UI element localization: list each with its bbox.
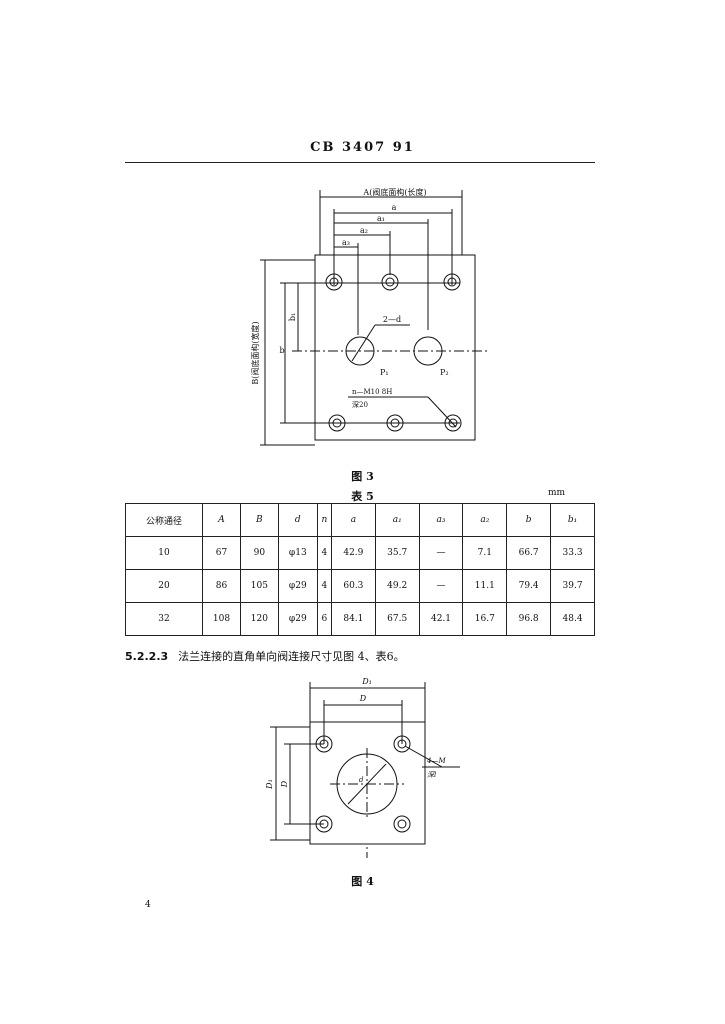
label-a: a bbox=[392, 203, 397, 212]
table-5: 公称通径 A B d n a a₁ a₃ a₂ b b₁ 10 67 90 φ1… bbox=[124, 503, 595, 636]
label-D-left: D bbox=[280, 780, 289, 788]
table-cell: 90 bbox=[239, 536, 279, 570]
col-header: a₂ bbox=[462, 503, 508, 537]
table-cell: 66.7 bbox=[506, 536, 552, 570]
table-cell: 33.3 bbox=[550, 536, 595, 570]
table-cell: 10 bbox=[124, 536, 204, 570]
col-header: d bbox=[277, 503, 318, 537]
bolt-hole bbox=[393, 735, 411, 753]
table-cell: 48.4 bbox=[550, 602, 595, 636]
header-rule bbox=[125, 162, 595, 163]
table-cell: 42.9 bbox=[330, 536, 376, 570]
col-header: b₁ bbox=[550, 503, 595, 537]
table-cell: φ29 bbox=[277, 602, 318, 636]
col-header: a₃ bbox=[418, 503, 464, 537]
table-cell: 16.7 bbox=[462, 602, 508, 636]
clause-text: 法兰连接的直角单向阀连接尺寸见图 4、表6。 bbox=[178, 650, 405, 663]
table-cell: 84.1 bbox=[330, 602, 376, 636]
table-cell: 96.8 bbox=[506, 602, 552, 636]
table-cell: 6 bbox=[316, 602, 332, 636]
bolt-hole bbox=[444, 414, 462, 432]
table-row: 10 67 90 φ13 4 42.9 35.7 — 7.1 66.7 33.3 bbox=[124, 536, 595, 570]
table-cell: 120 bbox=[239, 602, 279, 636]
table-cell: φ13 bbox=[277, 536, 318, 570]
clause-number: 5.2.2.3 bbox=[125, 650, 169, 663]
label-depth-l: 深l bbox=[427, 771, 436, 779]
flange-outline bbox=[309, 721, 426, 845]
table-cell: 42.1 bbox=[418, 602, 464, 636]
table-cell: φ29 bbox=[277, 569, 318, 603]
table-cell: 35.7 bbox=[374, 536, 420, 570]
col-header: A bbox=[202, 503, 241, 537]
table-cell: 60.3 bbox=[330, 569, 376, 603]
bolt-hole bbox=[443, 273, 461, 291]
port-p2 bbox=[413, 336, 443, 366]
table-row: 20 86 105 φ29 4 60.3 49.2 — 11.1 79.4 39… bbox=[124, 569, 595, 603]
label-D-top: D bbox=[359, 694, 367, 703]
table-row: 32 108 120 φ29 6 84.1 67.5 42.1 16.7 96.… bbox=[124, 602, 595, 636]
col-header: B bbox=[239, 503, 279, 537]
col-header: b bbox=[506, 503, 552, 537]
table-cell: 20 bbox=[124, 569, 204, 603]
table-header-row: 公称通径 A B d n a a₁ a₃ a₂ b b₁ bbox=[124, 503, 595, 537]
table-cell: 105 bbox=[239, 569, 279, 603]
valve-plate-outline bbox=[314, 254, 476, 441]
table-cell: 86 bbox=[202, 569, 241, 603]
bolt-hole bbox=[315, 815, 333, 833]
table-cell: 49.2 bbox=[374, 569, 420, 603]
table-cell: 7.1 bbox=[462, 536, 508, 570]
clause-5-2-2-3: 5.2.2.3 法兰连接的直角单向阀连接尺寸见图 4、表6。 bbox=[125, 648, 405, 664]
table-cell: 39.7 bbox=[550, 569, 595, 603]
bolt-hole bbox=[393, 815, 411, 833]
table-5-title: 表 5 bbox=[351, 490, 374, 503]
table-cell: — bbox=[418, 536, 464, 570]
table-cell: 32 bbox=[124, 602, 204, 636]
page-number: 4 bbox=[145, 900, 151, 910]
bolt-hole bbox=[315, 735, 333, 753]
label-D1-top: D₁ bbox=[361, 677, 372, 686]
label-b1: b₁ bbox=[288, 313, 297, 321]
label-b: b bbox=[279, 346, 284, 355]
figure-3-caption: 图 3 bbox=[351, 470, 374, 483]
label-2d: 2—d bbox=[383, 315, 401, 324]
table-cell: 108 bbox=[202, 602, 241, 636]
figure-4-drawing: D₁ D D₁ D d 4—M 深l bbox=[265, 677, 460, 858]
bolt-hole bbox=[381, 273, 399, 291]
table-cell: — bbox=[418, 569, 464, 603]
figure-3-drawing: A(阀底面构(长度) a a₁ a₂ a₃ B(阀底面构(宽度) b b₁ 2—… bbox=[250, 187, 490, 446]
col-header: n bbox=[316, 503, 332, 537]
label-p2: P₂ bbox=[440, 368, 449, 377]
port-p1 bbox=[345, 336, 375, 366]
label-A: A(阀底面构(长度) bbox=[362, 187, 426, 197]
table-5-unit: mm bbox=[548, 488, 566, 498]
table-cell: 11.1 bbox=[462, 569, 508, 603]
label-a1: a₁ bbox=[377, 214, 385, 223]
label-p1: P₁ bbox=[380, 368, 389, 377]
bolt-hole bbox=[386, 414, 404, 432]
figure-4-caption: 图 4 bbox=[351, 875, 374, 888]
bolt-hole bbox=[328, 414, 346, 432]
document-header: CB 3407 91 bbox=[310, 140, 415, 155]
label-thread-4M: 4—M bbox=[426, 757, 446, 765]
col-header: 公称通径 bbox=[124, 503, 204, 537]
label-a2: a₂ bbox=[360, 226, 368, 235]
col-header: a₁ bbox=[374, 503, 420, 537]
bolt-hole bbox=[325, 273, 343, 291]
table-cell: 4 bbox=[316, 569, 332, 603]
label-bore: d bbox=[359, 776, 364, 784]
table-cell: 4 bbox=[316, 536, 332, 570]
table-cell: 67 bbox=[202, 536, 241, 570]
label-a3: a₃ bbox=[342, 238, 350, 247]
col-header: a bbox=[330, 503, 376, 537]
table-cell: 79.4 bbox=[506, 569, 552, 603]
label-D1-left: D₁ bbox=[265, 779, 274, 790]
label-depth: 深20 bbox=[352, 400, 368, 409]
label-thread: n—M10 8H bbox=[352, 388, 392, 396]
table-cell: 67.5 bbox=[374, 602, 420, 636]
label-B: B(阀底面构(宽度) bbox=[250, 321, 260, 384]
